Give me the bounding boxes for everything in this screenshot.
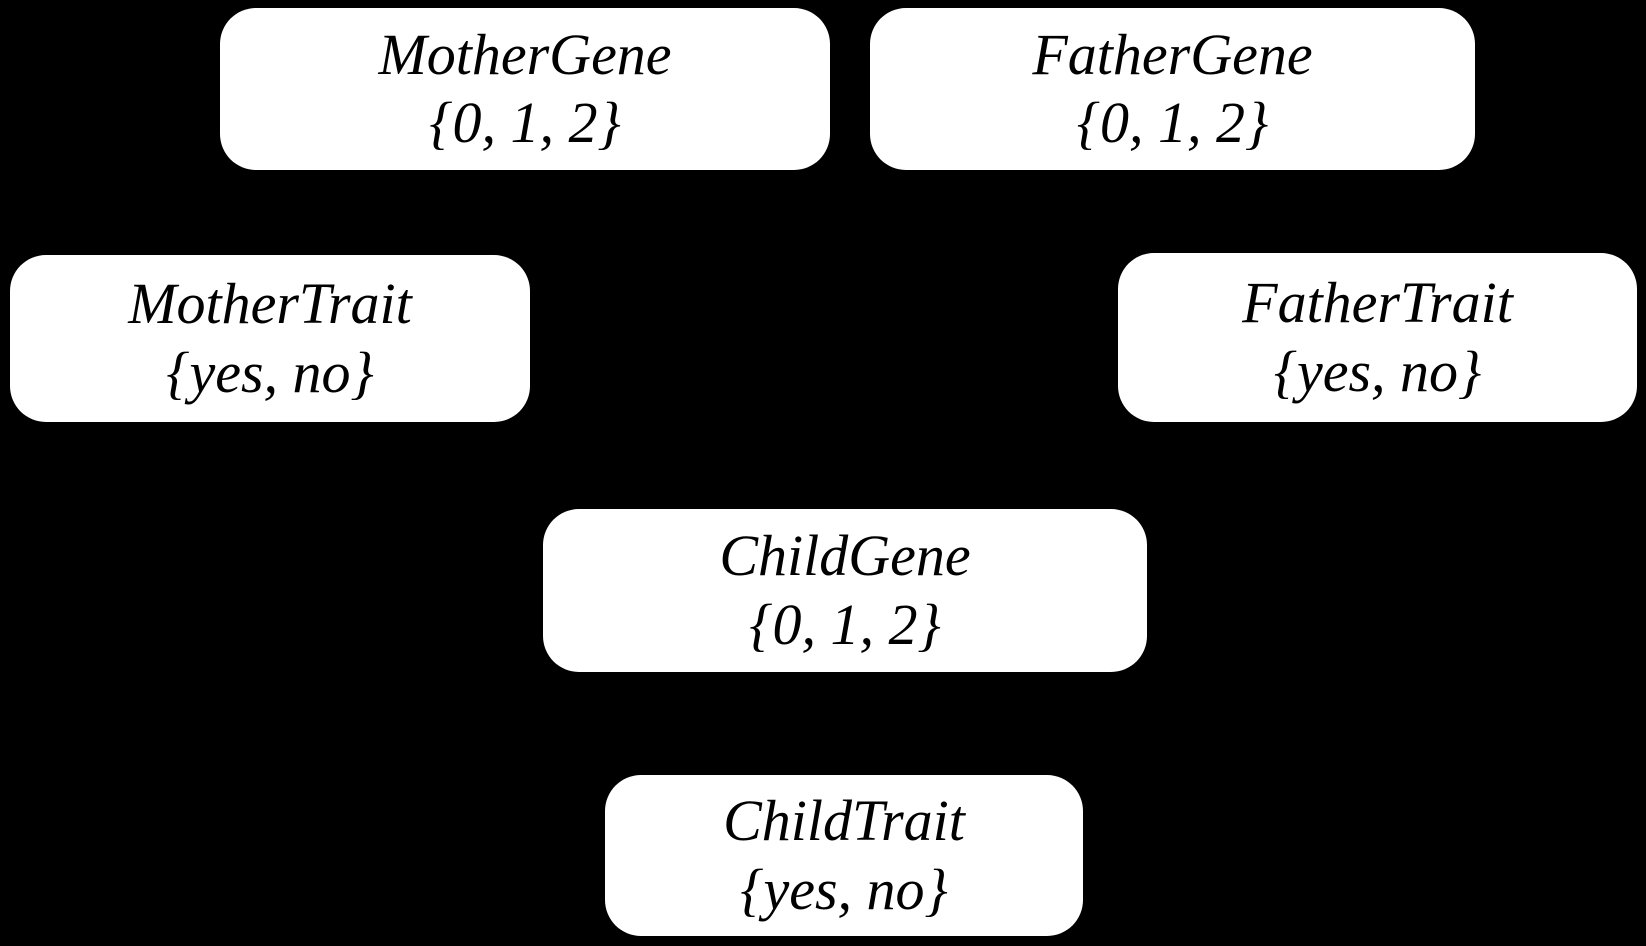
node-father-trait-title: FatherTrait <box>1242 270 1513 336</box>
node-father-gene-values: {0, 1, 2} <box>1076 90 1269 155</box>
node-child-gene-title: ChildGene <box>719 523 971 589</box>
node-child-trait-values: {yes, no} <box>740 856 948 922</box>
node-mother-trait-values: {yes, no} <box>166 339 374 405</box>
node-father-gene: FatherGene {0, 1, 2} <box>870 8 1475 170</box>
node-child-trait: ChildTrait {yes, no} <box>605 775 1083 936</box>
node-father-trait-values: {yes, no} <box>1273 338 1482 404</box>
node-child-gene: ChildGene {0, 1, 2} <box>543 509 1147 672</box>
node-mother-gene-values: {0, 1, 2} <box>429 90 621 155</box>
node-mother-gene: MotherGene {0, 1, 2} <box>220 8 830 170</box>
node-mother-trait-title: MotherTrait <box>128 271 412 337</box>
node-father-trait: FatherTrait {yes, no} <box>1118 253 1637 422</box>
node-mother-trait: MotherTrait {yes, no} <box>10 255 530 422</box>
node-child-gene-values: {0, 1, 2} <box>749 591 941 657</box>
node-child-trait-title: ChildTrait <box>723 788 965 854</box>
node-mother-gene-title: MotherGene <box>378 21 672 87</box>
node-father-gene-title: FatherGene <box>1032 21 1313 87</box>
